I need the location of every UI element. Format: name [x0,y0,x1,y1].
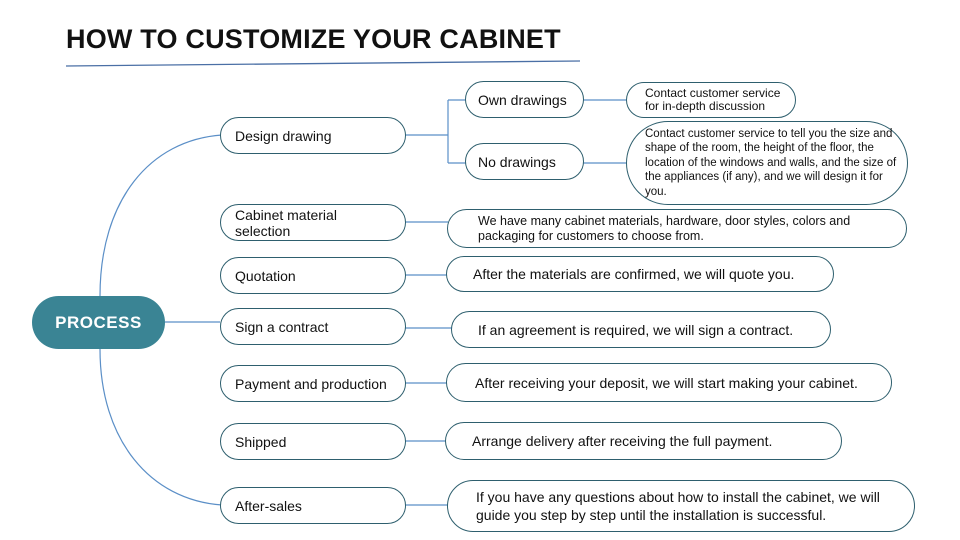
step-sign-contract: Sign a contract [220,308,406,345]
step-description: If an agreement is required, we will sig… [478,321,794,338]
description-material-selection: We have many cabinet materials, hardware… [447,209,907,248]
step-payment-production: Payment and production [220,365,406,402]
step-description: Arrange delivery after receiving the ful… [472,433,773,449]
step-after-sales: After-sales [220,487,406,524]
process-root-node: PROCESS [32,296,165,349]
option-description: Contact customer service to tell you the… [645,127,897,198]
option-label: No drawings [478,153,556,170]
option-label: Own drawings [478,91,567,108]
option-description: Contact customer service for in-depth di… [645,86,781,113]
step-label: Payment and production [235,375,387,392]
option-no-drawings-description: Contact customer service to tell you the… [626,121,908,205]
step-label: Quotation [235,267,296,284]
step-description: If you have any questions about how to i… [476,489,880,523]
step-cabinet-material-selection: Cabinet material selection [220,204,406,241]
description-quotation: After the materials are confirmed, we wi… [446,256,834,292]
step-label: Design drawing [235,127,332,144]
option-own-drawings-description: Contact customer service for in-depth di… [626,82,796,118]
step-label: Shipped [235,433,287,450]
option-own-drawings: Own drawings [465,81,584,118]
page-title: HOW TO CUSTOMIZE YOUR CABINET [66,24,561,54]
step-label: Cabinet material selection [235,206,337,239]
step-label: After-sales [235,497,302,514]
step-shipped: Shipped [220,423,406,460]
description-payment-production: After receiving your deposit, we will st… [446,363,892,402]
step-description: After receiving your deposit, we will st… [475,374,858,391]
step-description: We have many cabinet materials, hardware… [478,213,851,243]
description-sign-contract: If an agreement is required, we will sig… [451,311,831,348]
description-after-sales: If you have any questions about how to i… [447,480,915,532]
step-label: Sign a contract [235,318,329,335]
description-shipped: Arrange delivery after receiving the ful… [445,422,842,460]
option-no-drawings: No drawings [465,143,584,180]
step-description: After the materials are confirmed, we wi… [473,266,795,282]
step-quotation: Quotation [220,257,406,294]
step-design-drawing: Design drawing [220,117,406,154]
